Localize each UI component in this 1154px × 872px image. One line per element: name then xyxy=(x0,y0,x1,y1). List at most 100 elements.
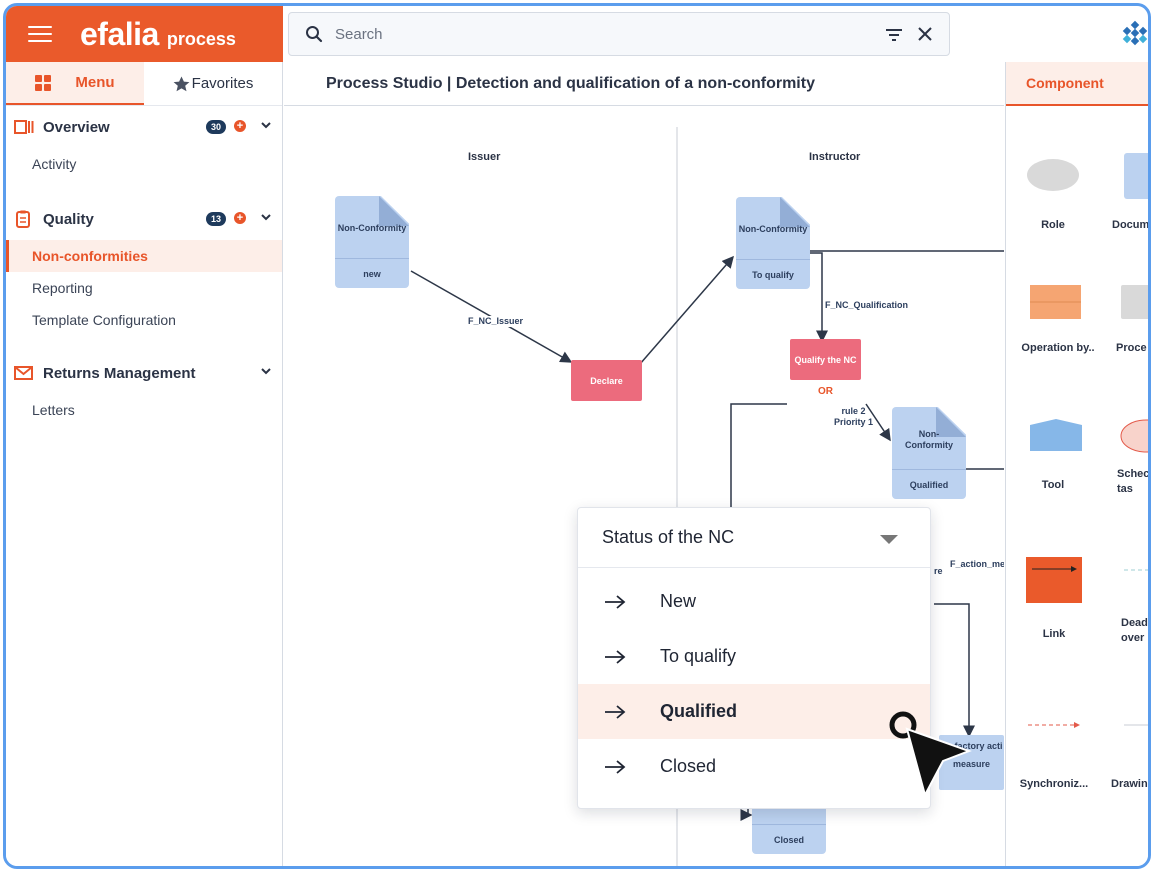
sidebar: Menu Favorites Overview 30 + Activity Qu… xyxy=(6,62,283,866)
nav-item-label: Letters xyxy=(32,402,75,418)
nav-group-overview[interactable]: Overview 30 + xyxy=(6,106,282,148)
doc-title: Non-Conformity xyxy=(738,224,808,234)
lane-label-issuer: Issuer xyxy=(468,151,501,163)
action-box-line2: measure xyxy=(952,759,991,769)
close-icon[interactable] xyxy=(917,26,933,42)
tool-shape xyxy=(1030,419,1082,451)
chevron-down-icon[interactable] xyxy=(260,119,272,131)
edge-label-f-action: F_action_me xyxy=(950,559,1004,570)
app-logo[interactable]: efalia process xyxy=(80,16,236,53)
brand-header: efalia process xyxy=(6,6,283,62)
doc-title: Non- Conformity xyxy=(905,429,953,450)
filter-icon[interactable] xyxy=(885,27,903,43)
dropdown-option-qualified[interactable]: Qualified xyxy=(578,684,930,739)
component-document[interactable]: Docum xyxy=(1112,219,1150,231)
tab-favorites-label: Favorites xyxy=(191,75,254,92)
doc-state: new xyxy=(335,258,409,288)
doc-state: Qualified xyxy=(892,469,966,499)
document-shape xyxy=(1124,153,1148,199)
partner-logo-icon xyxy=(1122,20,1148,46)
count-badge: 30 xyxy=(205,120,226,134)
nav-group-label: Quality xyxy=(43,210,94,228)
grid-icon xyxy=(35,74,52,91)
action-box-line1: …sfactory acti xyxy=(940,741,1003,751)
nav-item-non-conformities[interactable]: Non-conformities xyxy=(6,240,282,272)
component-procedure[interactable]: Proce xyxy=(1116,342,1147,354)
operation-declare[interactable]: Declare xyxy=(571,360,642,401)
role-shape xyxy=(1027,159,1079,191)
nav-item-reporting[interactable]: Reporting xyxy=(6,272,282,304)
nav-item-label: Reporting xyxy=(32,280,93,296)
tab-menu[interactable]: Menu xyxy=(6,62,144,105)
edge-label-f-nc-issuer: F_NC_Issuer xyxy=(468,316,524,327)
arrow-right-icon xyxy=(605,649,626,664)
arrow-right-icon xyxy=(605,759,626,774)
app-window: efalia process Menu Favorites Overview xyxy=(3,3,1151,869)
search-input[interactable] xyxy=(335,25,855,43)
overview-icon xyxy=(14,120,34,134)
component-shapes xyxy=(1026,153,1148,728)
tab-component[interactable]: Component xyxy=(1006,62,1148,106)
add-icon[interactable]: + xyxy=(234,212,246,224)
operation-qualify-the-nc[interactable]: Qualify the NC xyxy=(790,339,861,380)
dropdown-options: New To qualify Qualified Closed xyxy=(578,568,930,794)
arrow-right-icon xyxy=(605,704,626,719)
doc-state: Closed xyxy=(752,824,826,854)
dropdown-option-new[interactable]: New xyxy=(578,574,930,629)
component-role[interactable]: Role xyxy=(1041,219,1065,231)
nav-group-label: Overview xyxy=(43,118,110,136)
clipboard-icon xyxy=(16,210,30,228)
nav-item-activity[interactable]: Activity xyxy=(6,148,282,180)
tab-favorites[interactable]: Favorites xyxy=(144,62,282,105)
chevron-down-icon[interactable] xyxy=(260,211,272,223)
search-icon xyxy=(306,26,323,43)
option-label: Qualified xyxy=(660,701,738,721)
nav-group-quality[interactable]: Quality 13 + xyxy=(6,198,282,240)
component-drawing[interactable]: Drawin xyxy=(1111,778,1148,790)
link-shape xyxy=(1026,557,1082,603)
edge-label-rule-priority: rule 2 Priority 1 xyxy=(834,406,874,427)
nav-group-label: Returns Management xyxy=(43,364,196,382)
nav-item-letters[interactable]: Letters xyxy=(6,394,282,426)
component-operation[interactable]: Operation by.. xyxy=(1021,342,1095,354)
lane-label-instructor: Instructor xyxy=(809,151,861,163)
nav-item-label: Non-conformities xyxy=(32,248,148,264)
mouse-pointer-icon xyxy=(889,711,972,798)
component-panel: Component Role Docum Operation by.. Proc… xyxy=(1005,62,1150,866)
procedure-shape xyxy=(1121,285,1148,319)
component-scheduled-task[interactable]: Schec tas xyxy=(1117,468,1150,495)
synchronization-arrowhead xyxy=(1074,722,1080,728)
edge-label-partial: re xyxy=(934,566,943,577)
nav-item-template-configuration[interactable]: Template Configuration xyxy=(6,304,282,336)
chevron-down-icon[interactable] xyxy=(260,365,272,377)
nav-group-returns-management[interactable]: Returns Management xyxy=(6,352,282,394)
status-dropdown[interactable]: Status of the NC New To qualify Qualifie… xyxy=(577,507,931,809)
doc-non-conformity-to-qualify[interactable]: Non-Conformity To qualify xyxy=(736,197,810,289)
option-label: To qualify xyxy=(660,646,737,666)
or-label: OR xyxy=(818,386,833,397)
option-label: New xyxy=(660,591,697,611)
search-bar xyxy=(288,12,950,56)
add-icon[interactable]: + xyxy=(234,120,246,132)
star-icon xyxy=(173,76,190,91)
component-synchronization[interactable]: Synchroniz... xyxy=(1019,778,1089,790)
logo-main-text: efalia xyxy=(80,15,159,52)
sidebar-tabs: Menu Favorites xyxy=(6,62,282,106)
page-title: Process Studio | Detection and qualifica… xyxy=(284,62,1004,106)
dropdown-title: Status of the NC xyxy=(602,527,735,547)
component-deadline[interactable]: Dead over xyxy=(1121,617,1148,644)
edge-label-f-nc-qualification: F_NC_Qualification xyxy=(825,300,909,311)
dropdown-header[interactable]: Status of the NC xyxy=(578,508,930,568)
doc-title: Non-Conformity xyxy=(337,223,407,233)
dropdown-option-closed[interactable]: Closed xyxy=(578,739,930,794)
scheduled-task-shape xyxy=(1120,419,1148,453)
tab-menu-label: Menu xyxy=(75,74,115,91)
dropdown-option-to-qualify[interactable]: To qualify xyxy=(578,629,930,684)
hamburger-menu-icon[interactable] xyxy=(28,26,52,42)
doc-state: To qualify xyxy=(736,259,810,289)
component-link[interactable]: Link xyxy=(1042,628,1066,640)
component-tool[interactable]: Tool xyxy=(1041,479,1065,491)
caret-down-icon[interactable] xyxy=(880,535,898,544)
count-badge: 13 xyxy=(205,212,226,226)
option-label: Closed xyxy=(660,756,717,776)
